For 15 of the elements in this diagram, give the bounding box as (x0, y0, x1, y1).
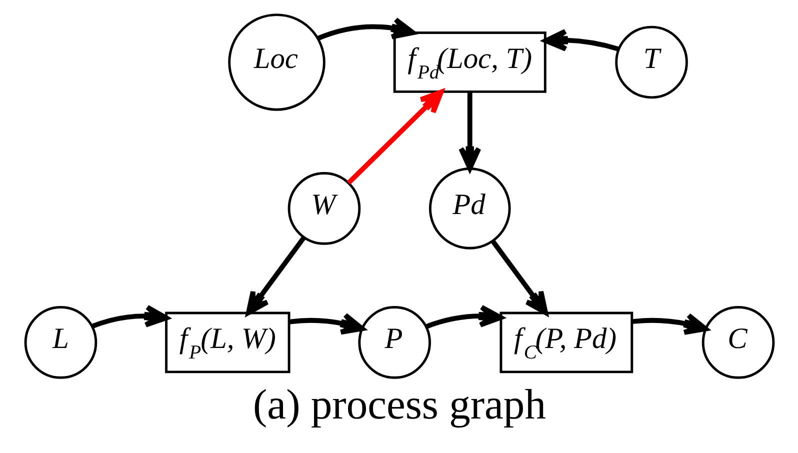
node-circle: T (614, 26, 688, 99)
node-circle: L (24, 306, 97, 379)
node-box: f$_{P}$(L, W) (164, 312, 290, 374)
arrow (490, 240, 548, 316)
node-box: f$_{C}$(P, Pd) (499, 312, 633, 374)
node-circle: Pd (428, 168, 510, 250)
caption: (a) process graph (252, 381, 546, 428)
node-circle: W (287, 172, 360, 245)
node-circle: P (358, 306, 430, 379)
node-box: f$_{Pd}$(Loc, T) (392, 32, 546, 93)
node-circle: C (701, 306, 774, 379)
arrow (346, 90, 444, 185)
node-circle: Loc (228, 14, 325, 111)
arrow (542, 28, 619, 52)
arrow (245, 236, 306, 316)
